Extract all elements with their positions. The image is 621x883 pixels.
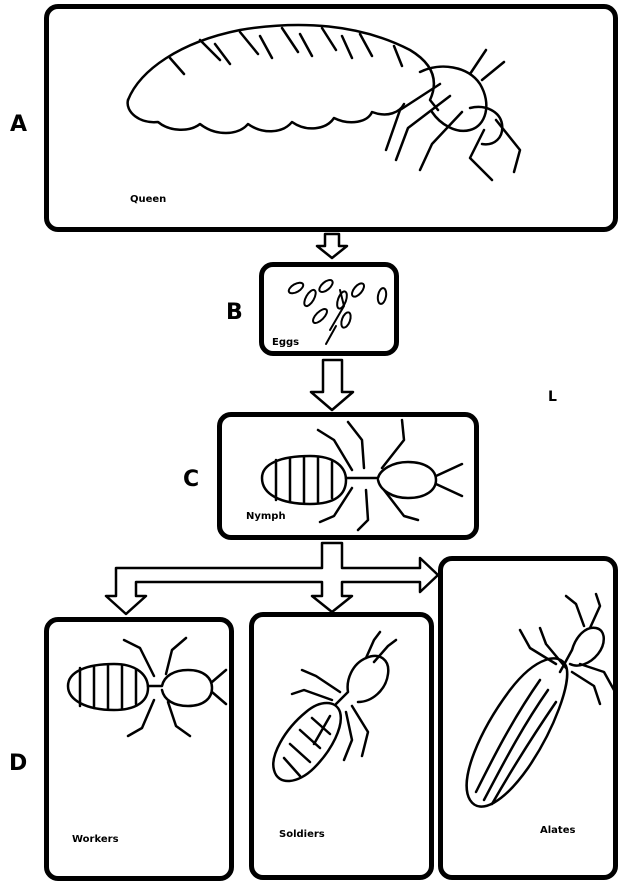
nymph-illustration xyxy=(262,420,462,530)
worker-termite-illustration xyxy=(68,638,226,736)
arrow-eggs-to-nymph xyxy=(311,360,353,410)
eggs-illustration xyxy=(287,278,387,344)
alate-termite-illustration xyxy=(467,594,614,807)
queen-termite-illustration xyxy=(128,25,520,180)
soldier-termite-illustration xyxy=(273,632,396,781)
arrow-queen-to-eggs xyxy=(317,234,347,258)
arrow-nymph-to-castes xyxy=(106,543,438,614)
